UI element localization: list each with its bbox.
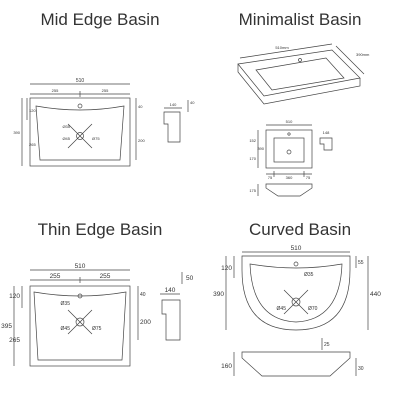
mid-edge-basin-panel: Mid Edge Basin 510 255 255 Ø35 Ø45 Ø75 3…: [0, 0, 200, 200]
mid-side-right-label: 40: [190, 100, 195, 105]
curved-section-profile: [241, 351, 351, 377]
mid-waste-a-label: Ø45: [62, 136, 70, 141]
mid-front-label: 265: [29, 142, 36, 147]
minimalist-basin-drawing: 510mm 390mm 510 152 170 390 148 75 360 7…: [237, 43, 370, 197]
mid-tap-hole: [77, 103, 83, 109]
thin-tap-hole: [77, 293, 83, 299]
thin-waste-a-label: Ø45: [61, 326, 71, 332]
thin-side-depth-label: 140: [165, 287, 176, 294]
curved-width-label: 510: [291, 245, 302, 252]
mid-basin-outline: [29, 97, 131, 167]
minimalist-basin-panel: Minimalist Basin 510mm 390mm 510 152 170…: [200, 0, 400, 200]
min-bottom-left-label: 75: [268, 175, 273, 180]
mid-edge-basin-title: Mid Edge Basin: [40, 10, 160, 29]
curved-rear-label: 120: [221, 265, 232, 272]
mid-half-right-label: 255: [102, 88, 109, 93]
thin-side-height-label: 200: [140, 319, 151, 326]
thin-half-right-label: 255: [100, 273, 111, 280]
mid-waste-b-label: Ø75: [92, 136, 100, 141]
thin-waste-hole: [75, 317, 85, 327]
min-bottom-mid-label: 360: [286, 175, 293, 180]
mid-side-top-label: 40: [138, 104, 143, 109]
curved-basin-title: Curved Basin: [248, 220, 352, 239]
curved-tap-hole: [293, 261, 299, 267]
curved-tap-label: Ø35: [304, 272, 314, 278]
curved-waste-a-label: Ø45: [277, 306, 287, 312]
min-persp-bowl: [255, 57, 345, 91]
mid-waste-hole: [76, 132, 84, 140]
curved-basin-drawing: 510 Ø35 Ø45 Ø70 120 390 55 440 25 160 30: [213, 245, 381, 377]
min-section-height-label: 175: [249, 188, 256, 193]
mid-side-profile: [163, 111, 181, 143]
curved-waste-b-label: Ø70: [308, 306, 318, 312]
curved-section-top-label: 25: [324, 342, 330, 348]
min-width-label: 510: [286, 119, 293, 124]
thin-half-left-label: 255: [50, 273, 61, 280]
thin-side-top-label: 50: [186, 275, 194, 282]
thin-edge-basin-drawing: 510 255 255 Ø35 Ø45 Ø75 395 120 265 40 2…: [1, 263, 194, 367]
min-persp-front: [237, 64, 361, 105]
min-persp-width-label: 510mm: [275, 45, 289, 50]
min-section-profile: [265, 183, 313, 197]
curved-section-height-label: 160: [221, 363, 232, 370]
thin-basin-outline: [29, 285, 131, 367]
thin-width-label: 510: [75, 263, 86, 270]
min-bottom-right-label: 75: [306, 175, 311, 180]
curved-right-top-label: 55: [358, 260, 364, 266]
thin-bowl-outline: [33, 291, 127, 361]
thin-edge-basin-title: Thin Edge Basin: [37, 220, 163, 239]
min-side-label: 148: [323, 130, 330, 135]
minimalist-basin-title: Minimalist Basin: [238, 10, 362, 29]
mid-width-label: 510: [76, 78, 85, 84]
min-plan-outline: [265, 129, 313, 169]
mid-tap-label: Ø35: [62, 124, 70, 129]
min-rear-label: 152: [249, 138, 256, 143]
thin-tap-label: Ø35: [61, 301, 71, 307]
mid-half-left-label: 255: [52, 88, 59, 93]
mid-depth-label: 390: [13, 130, 20, 135]
curved-section-right-label: 30: [358, 366, 364, 372]
thin-waste-b-label: Ø75: [92, 326, 102, 332]
min-depth-label: 390: [257, 146, 264, 151]
thin-side-right-label: 40: [140, 292, 146, 298]
min-front-label: 170: [249, 156, 256, 161]
min-persp-depth-label: 390mm: [356, 52, 370, 57]
thin-depth-label: 395: [1, 323, 12, 330]
curved-waste-hole: [291, 297, 301, 307]
thin-rear-label: 120: [9, 293, 20, 300]
curved-basin-outline: [241, 255, 351, 331]
curved-depth-label: 390: [213, 291, 224, 298]
curved-overall-label: 440: [370, 291, 381, 298]
curved-basin-panel: Curved Basin 510 Ø35 Ø45 Ø70 120 390 55 …: [200, 200, 400, 400]
min-plan-bowl: [273, 137, 305, 163]
thin-side-profile: [161, 299, 181, 341]
mid-rear-label: 120: [29, 108, 36, 113]
mid-bowl-outline: [35, 105, 125, 161]
curved-bowl-outline: [249, 263, 343, 323]
thin-front-label: 265: [9, 337, 20, 344]
mid-edge-basin-drawing: 510 255 255 Ø35 Ø45 Ø75 390 120 265 40 2…: [13, 78, 195, 167]
thin-edge-basin-panel: Thin Edge Basin 510 255 255 Ø35 Ø45 Ø75 …: [0, 200, 200, 400]
min-side-profile: [319, 137, 333, 151]
mid-side-depth-label: 140: [170, 102, 177, 107]
mid-side-height-label: 200: [138, 138, 145, 143]
